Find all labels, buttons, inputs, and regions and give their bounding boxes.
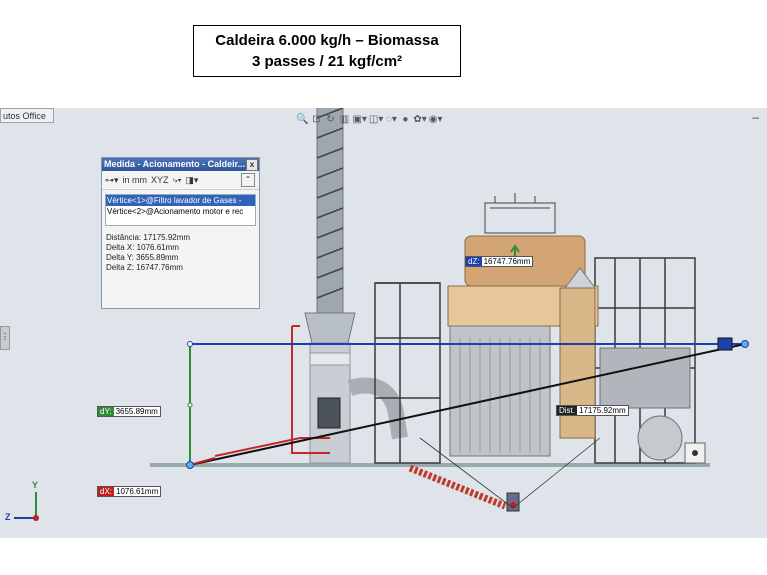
- office-tab[interactable]: utos Office: [0, 108, 54, 123]
- measure-panel[interactable]: Medida - Acionamento - Caldeir... x ⊶▾ i…: [101, 157, 260, 309]
- result-delta-z: Delta Z: 16747.76mm: [106, 263, 183, 272]
- delta-x-line: [189, 457, 216, 466]
- distance-line: [189, 343, 746, 466]
- measure-panel-title[interactable]: Medida - Acionamento - Caldeir... x: [102, 158, 259, 171]
- cad-viewport[interactable]: utos Office 🔍 ⊡ ↻ ▥ ▣▾ ◫▾ ◌▾ ● ✿▾ ◉▾ – ⋮…: [0, 108, 767, 538]
- callout-dy: dY:3655.89mm: [97, 406, 161, 417]
- collapse-icon[interactable]: ⌃: [241, 173, 255, 187]
- hide-show-icon[interactable]: ◌▾: [385, 113, 397, 125]
- result-delta-y: Delta Y: 3655.89mm: [106, 253, 179, 262]
- vertex-1-marker[interactable]: [187, 341, 193, 347]
- heads-up-toolbar: 🔍 ⊡ ↻ ▥ ▣▾ ◫▾ ◌▾ ● ✿▾ ◉▾: [296, 110, 443, 128]
- side-panel-handle-icon[interactable]: ⋮: [0, 326, 10, 350]
- callout-dz: dZ:16747.76mm: [465, 256, 534, 267]
- selection-list[interactable]: Vértice<1>@Filtro lavador de Gases - Vér…: [105, 194, 256, 226]
- display-style-icon[interactable]: ◫▾: [368, 113, 384, 125]
- arc-circle-icon[interactable]: ⊶▾: [105, 174, 119, 185]
- result-distance: Distância: 17175.92mm: [106, 233, 191, 242]
- vertex-2-marker[interactable]: [186, 461, 194, 469]
- vertex-end-marker[interactable]: [741, 340, 749, 348]
- render-icon[interactable]: ◉▾: [428, 113, 443, 125]
- close-icon[interactable]: x: [246, 159, 258, 171]
- measure-results: Distância: 17175.92mm Delta X: 1076.61mm…: [106, 233, 256, 273]
- zoom-icon[interactable]: 🔍: [296, 113, 309, 125]
- scene-icon[interactable]: ✿▾: [413, 113, 427, 125]
- title-line-2: 3 passes / 21 kgf/cm²: [251, 53, 403, 70]
- xyz-button[interactable]: XYZ: [151, 175, 169, 185]
- callout-distance: Dist.17175.92mm: [556, 405, 629, 416]
- appearance-icon[interactable]: ●: [402, 113, 409, 125]
- view-orientation-icon[interactable]: ▣▾: [352, 113, 367, 125]
- coordinate-system-icon[interactable]: ◨▾: [185, 174, 199, 185]
- units-button[interactable]: in mm: [122, 175, 148, 185]
- minimize-icon[interactable]: –: [752, 110, 759, 124]
- zoom-area-icon[interactable]: ⊡: [312, 113, 321, 125]
- section-view-icon[interactable]: ▥: [339, 113, 350, 125]
- title-box: Caldeira 6.000 kg/h – Biomassa 3 passes …: [193, 25, 461, 77]
- triad-origin: [33, 515, 39, 521]
- measure-panel-toolbar: ⊶▾ in mm XYZ ⤷▾ ◨▾ ⌃: [102, 171, 259, 190]
- triad-z-label: Z: [5, 512, 11, 522]
- point-to-point-icon[interactable]: ⤷▾: [172, 174, 182, 185]
- result-delta-x: Delta X: 1076.61mm: [106, 243, 179, 252]
- triad-y-label: Y: [32, 480, 39, 490]
- callout-dx: dX:1076.61mm: [97, 486, 162, 497]
- selection-item[interactable]: Vértice<2>@Acionamento motor e rec: [107, 207, 244, 216]
- selection-item[interactable]: Vértice<1>@Filtro lavador de Gases -: [106, 195, 255, 206]
- rotate-icon[interactable]: ↻: [326, 113, 335, 125]
- title-line-1: Caldeira 6.000 kg/h – Biomassa: [215, 32, 439, 49]
